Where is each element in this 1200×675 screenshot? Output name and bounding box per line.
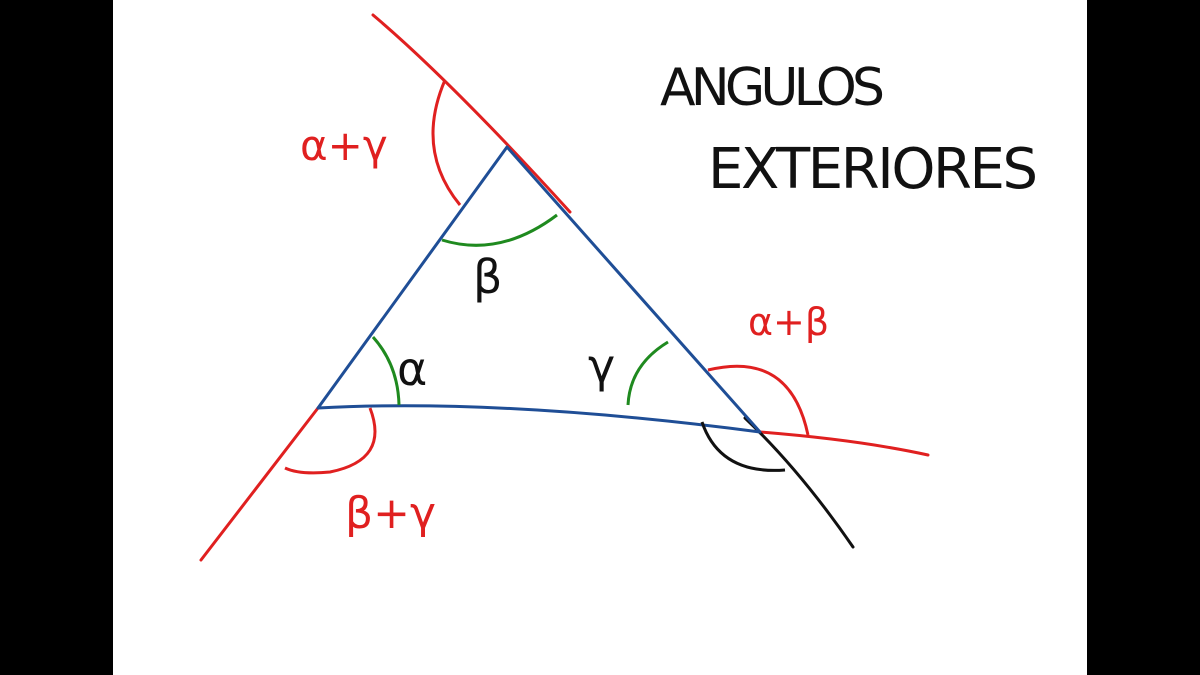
- label-beta: β: [473, 250, 502, 304]
- whiteboard: [113, 0, 1087, 675]
- arc-ext-black: [700, 421, 786, 472]
- extension-line-black: [743, 416, 855, 549]
- label-alpha-plus-beta: α+β: [748, 300, 829, 344]
- label-alpha-plus-gamma: α+γ: [300, 121, 388, 170]
- arc-ext-left: [284, 407, 377, 475]
- arc-gamma: [626, 340, 669, 406]
- triangle: [316, 145, 762, 434]
- title-line-2: EXTERIORES: [708, 137, 1038, 202]
- arc-beta: [441, 213, 558, 247]
- extension-line-right: [758, 430, 930, 457]
- label-alpha: α: [397, 342, 427, 396]
- arc-ext-top: [431, 79, 462, 206]
- arc-ext-right: [707, 364, 810, 436]
- label-beta-plus-gamma: β+γ: [345, 488, 436, 539]
- extension-line-left: [199, 406, 320, 562]
- arc-alpha: [371, 336, 401, 406]
- extension-line-top: [371, 13, 572, 214]
- title-line-1: ANGULOS: [660, 58, 885, 118]
- label-gamma: γ: [588, 339, 615, 393]
